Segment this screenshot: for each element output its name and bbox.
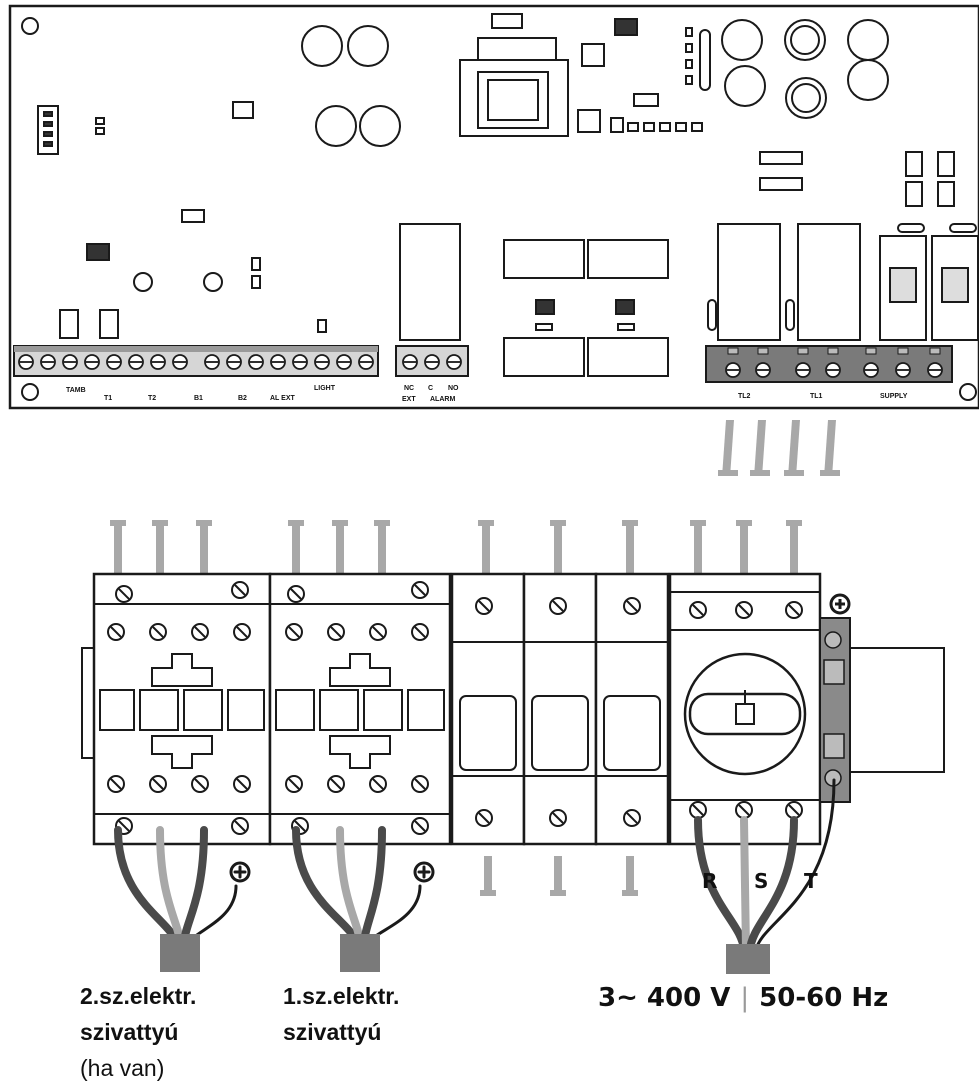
terminal-label: ALARM xyxy=(430,396,455,403)
control-board: TAMB T1 T2 B1 B2 AL EXT LIGHT NC C NO EX… xyxy=(8,4,979,410)
motor-2-label: 2.sz.elektr. szivattyú (ha van) xyxy=(80,978,196,1086)
terminal-label: AL EXT xyxy=(270,395,295,402)
terminal-label: B1 xyxy=(194,395,203,402)
earth-icon xyxy=(229,861,251,883)
terminal-label: LIGHT xyxy=(314,385,336,392)
terminal-label: T1 xyxy=(104,395,112,402)
wire-arrows-up xyxy=(110,520,802,574)
pe-terminal xyxy=(819,617,945,803)
terminal-strip-alarm: NC C NO EXT ALARM xyxy=(395,345,469,403)
supply-voltage: 3~ 400 V xyxy=(598,983,731,1013)
motor-2-cable xyxy=(114,826,251,972)
motor-1-label-line1: 1.sz.elektr. xyxy=(283,983,400,1009)
motor-1-cable xyxy=(292,826,435,972)
contactor-motor-1 xyxy=(268,572,452,846)
terminal-label: T2 xyxy=(148,395,156,402)
terminal-label: TL2 xyxy=(738,393,751,400)
supply-separator: | xyxy=(740,983,750,1013)
contactor-motor-2 xyxy=(81,572,272,846)
terminal-label: NC xyxy=(404,385,414,392)
supply-label: 3~ 400 V | 50-60 Hz xyxy=(598,983,888,1013)
wire-arrows-down xyxy=(480,856,638,896)
mount-hole xyxy=(21,383,39,401)
terminal-label: TL1 xyxy=(810,393,823,400)
phase-label-t: T xyxy=(804,869,818,893)
terminal-label: B2 xyxy=(238,395,247,402)
phase-label-r: R xyxy=(702,869,717,893)
terminal-strip-left: TAMB T1 T2 B1 B2 AL EXT LIGHT xyxy=(13,345,379,402)
relays xyxy=(399,223,979,377)
terminal-label: C xyxy=(428,385,433,392)
transformer xyxy=(459,13,569,137)
ic-chips xyxy=(37,18,955,339)
motor-1-label: 1.sz.elektr. szivattyú xyxy=(283,978,399,1050)
motor-2-label-line1: 2.sz.elektr. xyxy=(80,983,197,1009)
mount-hole xyxy=(21,17,39,35)
terminal-label: SUPPLY xyxy=(880,393,908,400)
terminal-label: NO xyxy=(448,385,459,392)
terminal-label: EXT xyxy=(402,396,416,403)
terminal-label: TAMB xyxy=(66,387,86,394)
earth-icon xyxy=(829,593,851,615)
supply-frequency: 50-60 Hz xyxy=(759,983,889,1013)
main-switch xyxy=(668,572,851,846)
capacitor-group xyxy=(133,19,889,292)
mount-hole xyxy=(959,383,977,401)
board-feed-arrows xyxy=(718,420,840,476)
motor-2-label-line3: (ha van) xyxy=(80,1055,165,1081)
circuit-breakers xyxy=(450,572,670,846)
motor-2-label-line2: szivattyú xyxy=(80,1019,179,1045)
terminal-strip-power: TL2 TL1 SUPPLY xyxy=(705,345,953,400)
supply-cable xyxy=(694,778,836,974)
phase-label-s: S xyxy=(754,869,768,893)
motor-1-label-line2: szivattyú xyxy=(283,1019,382,1045)
earth-icon xyxy=(413,861,435,883)
